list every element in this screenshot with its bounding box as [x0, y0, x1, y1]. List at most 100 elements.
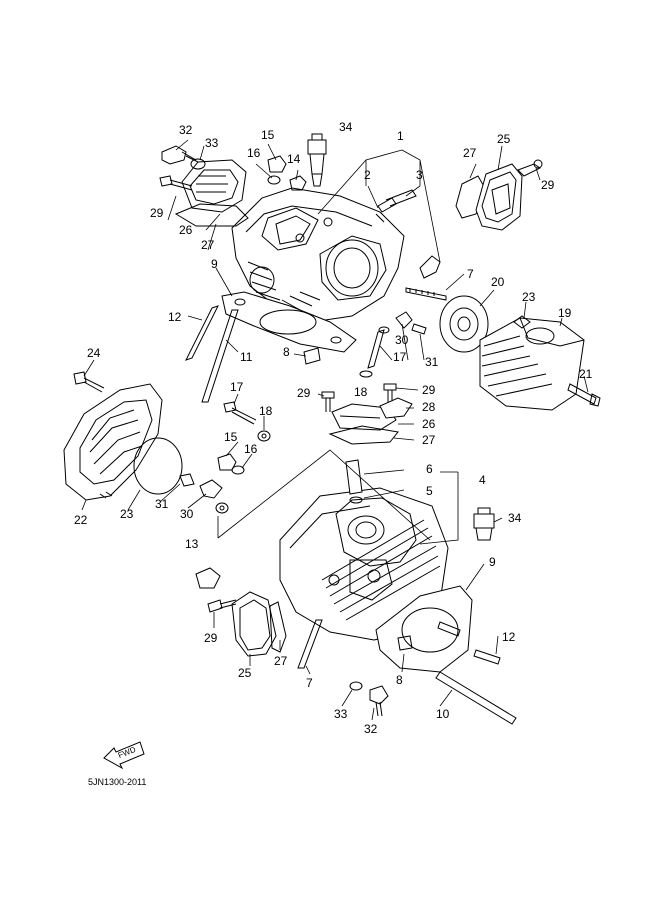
pin-8-bottom [397, 635, 413, 651]
callout-29-top-right: 29 [541, 178, 555, 192]
stud-12-right [473, 649, 501, 665]
rear-cylinder-head [231, 187, 405, 323]
washer-33-bottom [349, 681, 363, 691]
part-13 [215, 502, 229, 514]
part-30-left [199, 479, 223, 499]
callout-10: 10 [436, 707, 450, 721]
bolt-31-left [179, 473, 195, 487]
fwd-arrow-icon [103, 741, 145, 770]
bolt-17-top [367, 326, 390, 369]
callout-4: 4 [479, 473, 486, 487]
bolt-21 [567, 383, 601, 407]
callout-8-top: 8 [283, 345, 290, 359]
stud-10 [435, 671, 517, 725]
callout-29-mid-left: 29 [297, 386, 311, 400]
callout-13: 13 [185, 537, 199, 551]
cap-15-top [267, 155, 287, 173]
callout-29-top-left: 29 [150, 206, 164, 220]
bolt-29-mid-left [321, 391, 335, 412]
callout-12-right: 12 [502, 630, 516, 644]
leader-lines [81, 139, 589, 721]
callout-8-bottom: 8 [396, 673, 403, 687]
callout-34-bottom: 34 [508, 511, 522, 525]
bolt-29-mid-right [383, 383, 397, 402]
callout-29-mid-right: 29 [422, 383, 436, 397]
pin-8-top [303, 347, 321, 365]
part-30-top [395, 311, 413, 329]
callout-9-top: 9 [211, 257, 218, 271]
callout-19: 19 [558, 306, 572, 320]
callout-30-top: 30 [395, 333, 409, 347]
callout-15-mid: 15 [224, 430, 238, 444]
callout-2: 2 [364, 168, 371, 182]
stud-7-bottom [297, 619, 323, 669]
callout-7-bottom: 7 [306, 676, 313, 690]
air-shroud-22 [63, 383, 163, 501]
rear-head-gasket [221, 291, 357, 353]
elbow-pipe [195, 567, 221, 589]
gasket-27-mid [328, 425, 399, 445]
oring-16-top [267, 175, 281, 185]
bolt-24 [73, 371, 105, 393]
cylinder-19 [479, 317, 585, 411]
diagram-code: 5JN1300-2011 [88, 777, 147, 787]
callout-27-top: 27 [201, 238, 215, 252]
bolt-17-mid [223, 401, 257, 425]
callout-27-mid: 27 [422, 433, 436, 447]
callout-12-left: 12 [168, 310, 182, 324]
callout-27-bottom: 27 [274, 654, 288, 668]
callout-27-top-right: 27 [463, 146, 477, 160]
stud-9-right [437, 621, 461, 637]
cover-25-top-right [475, 163, 523, 231]
plate-20 [439, 295, 489, 353]
callout-20: 20 [491, 275, 505, 289]
callout-26-mid: 26 [422, 417, 436, 431]
cover-25-bottom [231, 591, 277, 657]
stud-12-left [185, 305, 219, 361]
callout-25-bottom: 25 [238, 666, 252, 680]
callout-7-top: 7 [467, 267, 474, 281]
gasket-27-bottom [269, 601, 287, 653]
callout-11: 11 [240, 350, 253, 364]
dowel-23-top [513, 315, 531, 329]
callout-1: 1 [397, 129, 404, 143]
callout-18-mid: 18 [259, 404, 273, 418]
callout-16-mid: 16 [244, 442, 258, 456]
washer-33-top [190, 158, 206, 170]
callout-24: 24 [87, 346, 101, 360]
spark-plug-34-top [307, 133, 327, 187]
callout-33-bottom: 33 [334, 707, 348, 721]
valve-stem-top [419, 255, 441, 279]
washer-18-mid [257, 430, 271, 442]
spark-plug-34-bottom [473, 507, 495, 541]
callout-6: 6 [426, 462, 433, 476]
callout-23-left: 23 [120, 507, 134, 521]
callout-34-top: 34 [339, 120, 353, 134]
part-28 [379, 397, 413, 419]
valve-guide-2-3 [375, 189, 417, 223]
callout-32-top: 32 [179, 123, 193, 137]
cap-15-mid [217, 453, 237, 471]
callout-30-left: 30 [180, 507, 194, 521]
bolt-32-bottom [369, 685, 389, 717]
stud-7-top [405, 287, 447, 301]
rear-valve-cover [174, 159, 249, 227]
stud-11-left [201, 309, 239, 403]
callout-28: 28 [422, 400, 436, 414]
callout-17-top: 17 [393, 350, 407, 364]
oring-16-mid [231, 465, 245, 475]
callout-29-bottom: 29 [204, 631, 218, 645]
callout-23-top: 23 [522, 290, 536, 304]
callout-21: 21 [579, 367, 593, 381]
washer-18-top [359, 370, 373, 378]
callout-9-bottom: 9 [489, 555, 496, 569]
callout-16-top: 16 [247, 146, 261, 160]
callout-17-mid: 17 [230, 380, 244, 394]
callout-31-left: 31 [155, 497, 169, 511]
callout-32-bottom: 32 [364, 722, 378, 736]
callout-14: 14 [287, 152, 301, 166]
callout-33-top: 33 [205, 136, 219, 150]
bolt-31-top [411, 323, 427, 335]
nut-14 [289, 175, 307, 191]
